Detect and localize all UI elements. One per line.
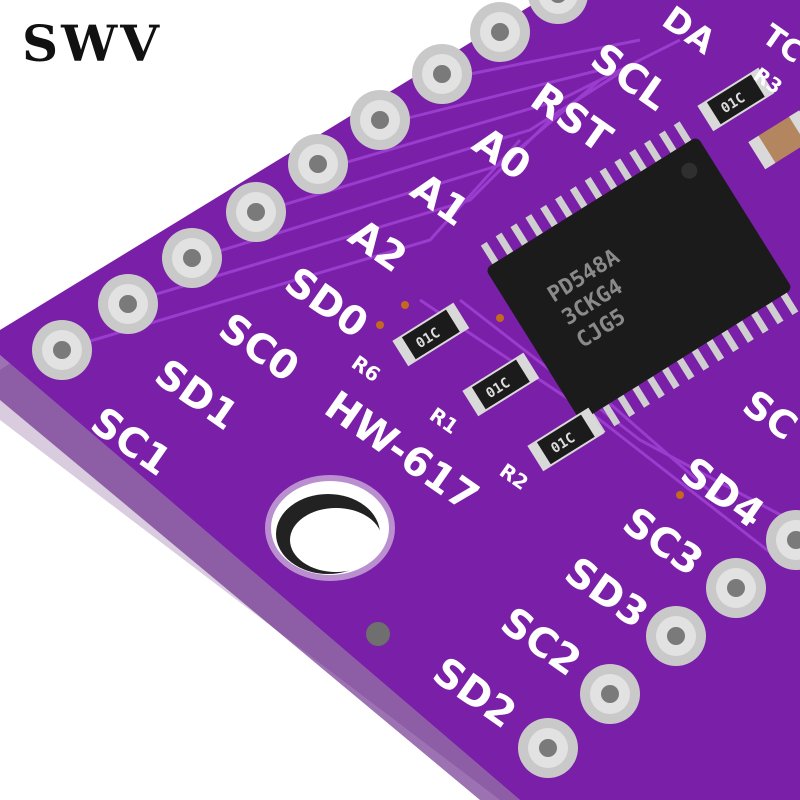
resistor-r2: 01C (527, 407, 605, 472)
pin-hole (371, 111, 389, 129)
pin-hole (787, 531, 800, 549)
pin-hole (667, 627, 685, 645)
pin-hole (119, 295, 137, 313)
capacitor (748, 110, 800, 170)
via (366, 622, 390, 646)
pin-hole (183, 249, 201, 267)
small-vias (376, 301, 684, 499)
mounting-hole-through (290, 508, 382, 572)
pin-hole (491, 23, 509, 41)
resistor-r3: 01C (697, 67, 775, 132)
pin-pad-ring (538, 0, 578, 14)
right-pin-pads (518, 510, 800, 778)
pin-hole (247, 203, 265, 221)
pin-hole (309, 155, 327, 173)
resistor-r1: 01C (462, 352, 540, 417)
pin-hole (601, 685, 619, 703)
pin-hole (727, 579, 745, 597)
pin-hole (539, 739, 557, 757)
pin-hole (551, 0, 565, 3)
board-shadow (0, 355, 520, 800)
left-pin-pads (32, 0, 588, 380)
resistor-r6: 01C (392, 302, 470, 367)
pin-hole (433, 65, 451, 83)
traces (59, 38, 791, 562)
ic-chip: PD548A 3CKG4 CJG5 (480, 121, 799, 436)
brand-watermark: SWV (22, 14, 163, 73)
pin-hole (53, 341, 71, 359)
